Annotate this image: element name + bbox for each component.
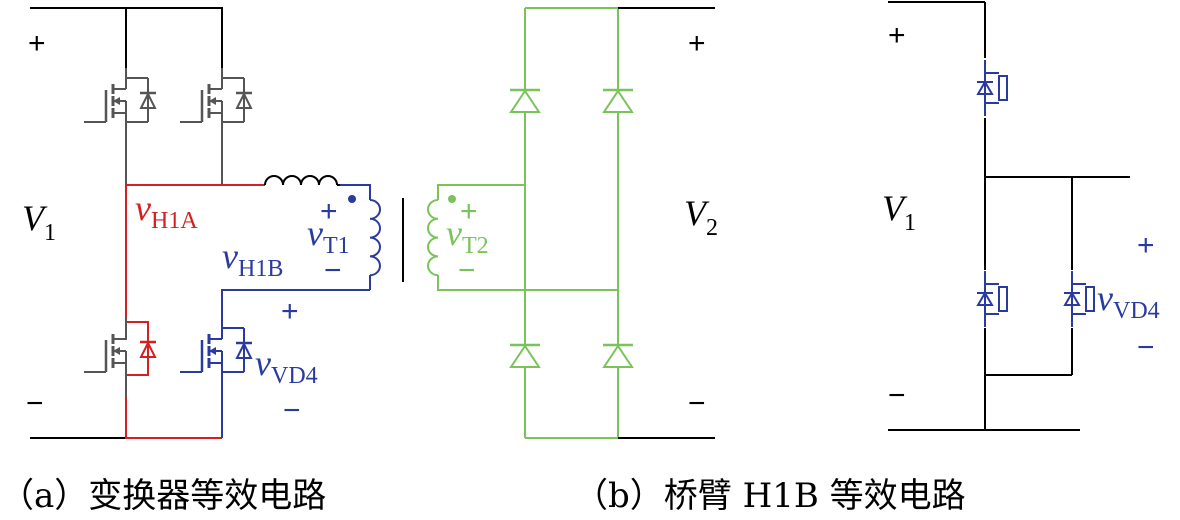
inductor [264,175,340,186]
h1b-blue-path [221,184,371,438]
rectifier-diode-2 [601,82,635,118]
transformer-primary-winding [369,199,381,277]
v2-label: V2 [684,193,718,241]
vt2-minus: − [458,254,476,287]
arm-switch-lower [976,270,1008,328]
vt1-label: vT1 [307,213,350,259]
b-plus-sign: + [888,19,906,52]
vh1b-label: vH1B [222,236,283,282]
b-vd4-label: vVD4 [1097,278,1160,324]
converter-circuit [30,7,715,439]
dc-bus-wires [30,7,223,439]
switch-h1b-upper [178,66,254,134]
b-v1-label: V1 [882,188,916,236]
v2-minus: − [688,387,706,420]
arm-switches [976,59,1095,328]
output-rails [618,7,715,439]
bridge-arm-h1b-circuit [888,1,1130,431]
vd4-label: vVD4 [255,343,318,389]
switch-h1a-upper [82,66,158,134]
secondary-dot [448,195,456,203]
caption-a: （a）变换器等效电路 [0,476,326,516]
switch-h1a-lower [84,318,157,398]
v2-plus: + [688,27,706,60]
primary-dot [348,195,356,203]
vd4-minus: − [283,394,301,427]
vd4-plus: + [281,295,299,328]
b-minus-sign: − [888,379,906,412]
vt2-label: vT2 [446,213,489,259]
rectifier-diode-4 [601,337,635,373]
vt1-minus: − [324,254,342,287]
arm-switch-upper [976,59,1008,117]
switch-h1b-lower [178,316,254,384]
vt2-plus: + [460,195,478,228]
caption-b: （b）桥臂 H1B 等效电路 [574,476,966,516]
arm-switch-vd4 [1063,270,1095,328]
b-vd4-minus: − [1137,331,1155,364]
vt1-plus: + [320,195,338,228]
vh1a-label: vH1A [135,188,198,234]
rectifier-diode-3 [508,337,542,373]
arm-wires [888,1,1130,431]
a-minus-sign: − [26,387,44,420]
rectifier-diodes [508,82,635,373]
b-vd4-plus: + [1137,229,1155,262]
rectifier-diode-1 [508,82,542,118]
a-v1-label: V1 [22,198,56,246]
a-plus-sign: + [28,27,46,60]
leg-mid-wires [125,130,223,185]
